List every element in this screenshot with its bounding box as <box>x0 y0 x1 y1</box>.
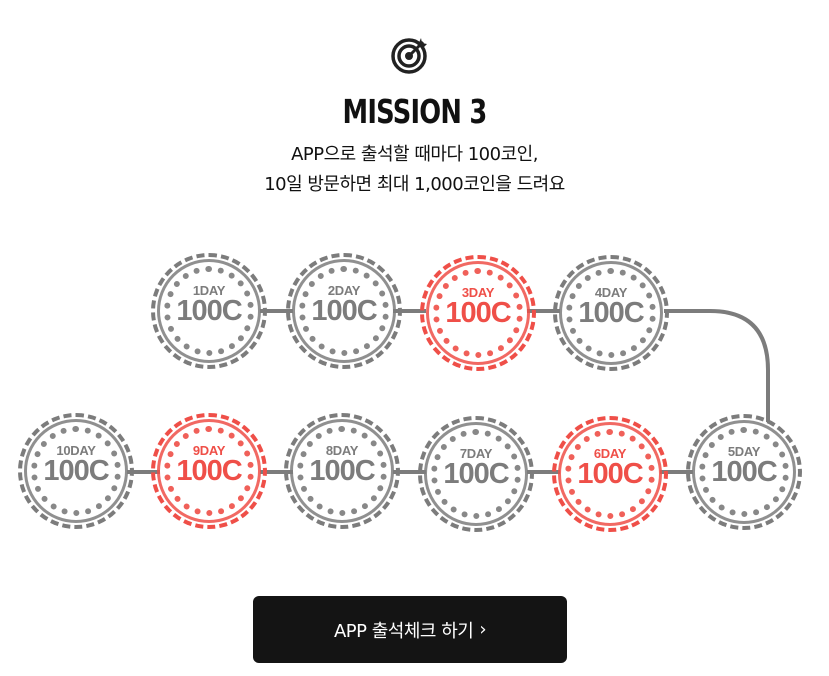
stamp-ring <box>418 416 534 532</box>
description-line-1: APP으로 출석할 때마다 100코인, <box>291 144 538 165</box>
stamp-ring <box>433 268 523 358</box>
stamp-amount: 100C <box>443 458 509 490</box>
stamp-ring <box>292 259 396 363</box>
stamp-ring <box>151 253 267 369</box>
stamp-day-label: 1DAY <box>192 283 226 298</box>
stamp-ring <box>151 413 267 529</box>
stamp-ring <box>286 253 402 369</box>
stamp-core <box>574 438 646 510</box>
stamp-ring <box>699 427 789 517</box>
stamp-day-label: 3DAY <box>461 285 495 300</box>
stamp-ring <box>558 422 662 526</box>
stamp-day-label: 10DAY <box>56 443 96 458</box>
stamp-ring <box>424 422 528 526</box>
stamp-core <box>575 277 647 349</box>
stamp-ring <box>157 259 261 363</box>
stamp-ring <box>426 261 530 365</box>
stamp-ring <box>18 413 134 529</box>
stamp-ring <box>31 426 121 516</box>
stamp-amount: 100C <box>578 297 644 329</box>
stamp-core <box>173 435 245 507</box>
stamp-core <box>442 277 514 349</box>
stamp-ring <box>565 429 655 519</box>
stamp-ring <box>164 266 254 356</box>
stamp-day-label: 2DAY <box>327 283 361 298</box>
stamp-ring <box>157 419 261 523</box>
stamp-ring <box>420 255 536 371</box>
stamp-core <box>173 275 245 347</box>
stamp-core <box>40 435 112 507</box>
stamp-core <box>306 435 378 507</box>
stamp-amount: 100C <box>43 455 109 487</box>
stamp-amount: 100C <box>311 295 377 327</box>
stamp-ring <box>290 419 394 523</box>
stamp-day-label: 5DAY <box>727 444 761 459</box>
chevron-right-icon: › <box>479 619 487 640</box>
stamp-amount: 100C <box>711 456 777 488</box>
stamp-amount: 100C <box>309 455 375 487</box>
app-attendance-check-button[interactable]: APP 출석체크 하기 › <box>253 596 567 663</box>
stamp-ring <box>559 261 663 365</box>
stamp-ring <box>553 255 669 371</box>
stamp-ring <box>297 426 387 516</box>
stamp-core <box>308 275 380 347</box>
stamp-core <box>708 436 780 508</box>
stamp-day-label: 7DAY <box>459 446 493 461</box>
stamp-amount: 100C <box>445 297 511 329</box>
stamp-day-label: 4DAY <box>594 285 628 300</box>
stamp-ring <box>431 429 521 519</box>
stamp-ring <box>686 414 802 530</box>
target-icon <box>391 38 427 74</box>
stamp-day-label: 9DAY <box>192 443 226 458</box>
mission-description: APP으로 출석할 때마다 100코인, 10일 방문하면 최대 1,000코인… <box>0 140 829 200</box>
stamp-core <box>440 438 512 510</box>
stamp-ring <box>566 268 656 358</box>
stamp-day-label: 6DAY <box>593 446 627 461</box>
stamp-amount: 100C <box>176 295 242 327</box>
stamp-ring <box>299 266 389 356</box>
stamp-ring <box>692 420 796 524</box>
stamp-ring <box>24 419 128 523</box>
description-line-2: 10일 방문하면 최대 1,000코인을 드려요 <box>264 174 565 195</box>
stamp-ring <box>552 416 668 532</box>
stamp-amount: 100C <box>577 458 643 490</box>
stamp-amount: 100C <box>176 455 242 487</box>
cta-label: APP 출석체크 하기 <box>333 620 474 642</box>
stamp-ring <box>284 413 400 529</box>
stamp-day-label: 8DAY <box>325 443 359 458</box>
mission-title: MISSION 3 <box>342 92 488 131</box>
stamp-ring <box>164 426 254 516</box>
